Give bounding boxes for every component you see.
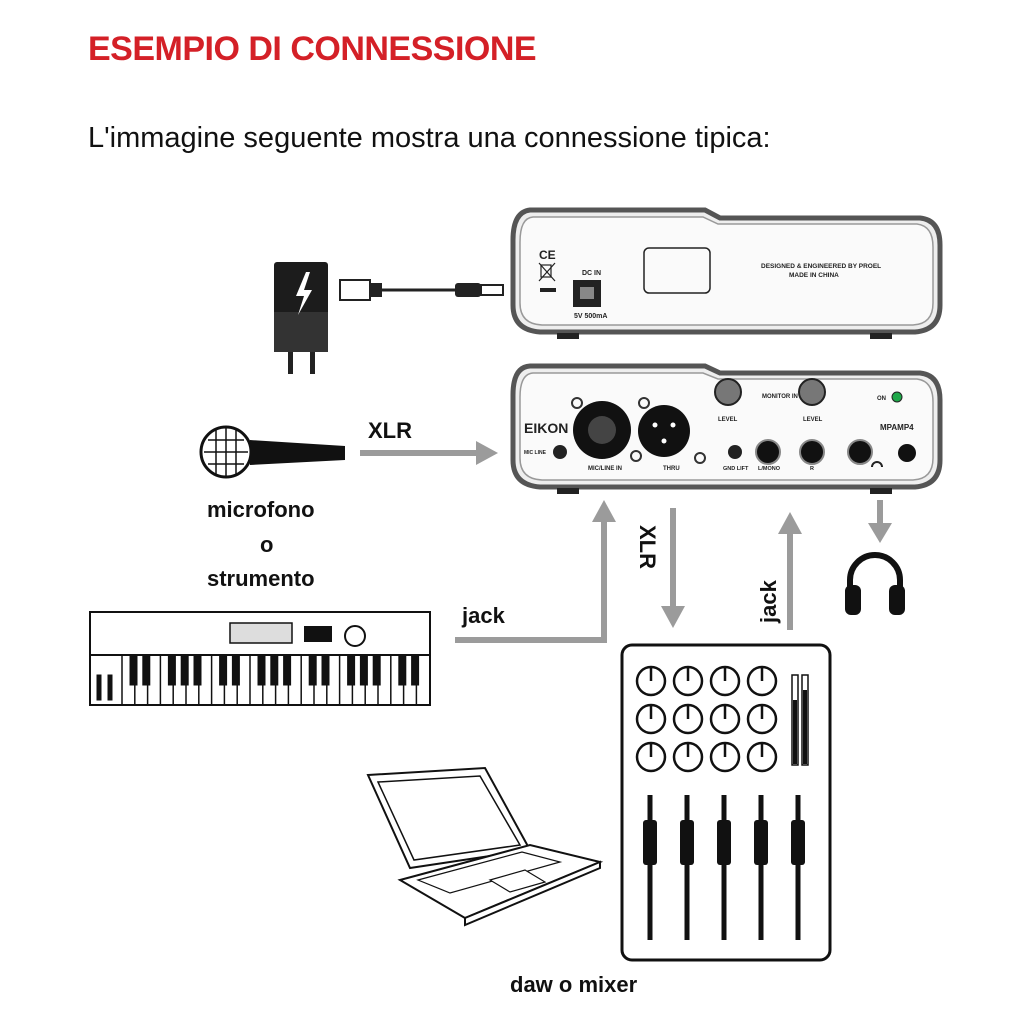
- headphone-level-knob: [898, 444, 916, 462]
- gnd-lift-label: GND LIFT: [723, 466, 749, 472]
- power-led: [891, 391, 903, 403]
- fader-cap: [791, 820, 805, 865]
- mic-line-in-label: MIC/LINE IN: [588, 466, 622, 472]
- weee-icon: [538, 262, 556, 282]
- black-key: [142, 654, 151, 686]
- black-key: [167, 654, 176, 686]
- xlr-in-arrow: [360, 441, 498, 465]
- keyboard-icon: [89, 611, 431, 706]
- fader-cap: [680, 820, 694, 865]
- source-label-line3: strumento: [207, 566, 315, 591]
- xlr-thru-jack: [638, 405, 690, 457]
- black-key: [359, 654, 368, 686]
- black-key: [193, 654, 202, 686]
- fader-cap: [643, 820, 657, 865]
- xlr-input-label: XLR: [368, 418, 412, 443]
- thru-label: THRU: [663, 466, 680, 472]
- label-area: [643, 247, 711, 294]
- black-key: [321, 654, 330, 686]
- gnd-lift-switch: [728, 445, 742, 459]
- black-key: [372, 654, 381, 686]
- designed-by: DESIGNED & ENGINEERED BY PROEL: [761, 263, 881, 270]
- microphone-icon: [199, 425, 345, 479]
- jack-input-label: jack: [462, 603, 505, 628]
- r-jack: [799, 439, 825, 465]
- xlr-out-arrow: [661, 508, 685, 628]
- usb-a-plug: [339, 279, 371, 301]
- source-label-line1: microfono: [207, 497, 315, 522]
- black-key: [347, 654, 356, 686]
- mixer-icon: [620, 643, 832, 962]
- lightning-icon: [296, 272, 312, 315]
- usb-charger: [274, 262, 504, 374]
- interface-rear-panel: CE DC IN 5V 500mA DESIGNED & ENGINEERED …: [510, 207, 943, 339]
- level-knob: [714, 378, 742, 406]
- black-key: [411, 654, 420, 686]
- mic-line-switch[interactable]: [553, 445, 567, 459]
- r-label: R: [810, 466, 814, 472]
- monitor-level-knob: [798, 378, 826, 406]
- brand-logo: EIKON: [524, 420, 568, 436]
- jack-output-label: jack: [756, 580, 781, 623]
- jack-in-arrow: [455, 500, 616, 643]
- black-key: [283, 654, 292, 686]
- black-key: [308, 654, 317, 686]
- dc-in-label: DC IN: [582, 270, 601, 277]
- laptop-icon: [366, 766, 604, 927]
- on-label: ON: [877, 396, 886, 402]
- l-mono-jack: [755, 439, 781, 465]
- interface-front-panel: EIKON MIC LINE MIC/LINE IN THRU LEVEL GN…: [510, 363, 943, 494]
- level-label: LEVEL: [718, 417, 738, 423]
- black-key: [231, 654, 240, 686]
- ce-mark: CE: [539, 248, 556, 262]
- source-label-line2: o: [260, 532, 274, 557]
- headphone-jack: [847, 439, 873, 465]
- black-key: [257, 654, 266, 686]
- monitor-in-label: MONITOR IN: [762, 394, 798, 400]
- mic-line-switch-label: MIC LINE: [524, 450, 547, 456]
- l-mono-label: L/MONO: [758, 466, 781, 472]
- destination-label: daw o mixer: [510, 972, 638, 997]
- fader-cap: [717, 820, 731, 865]
- black-key: [219, 654, 228, 686]
- black-key: [398, 654, 407, 686]
- power-spec: 5V 500mA: [574, 313, 607, 320]
- page-title: ESEMPIO DI CONNESSIONE: [88, 30, 537, 68]
- page-subtitle: L'immagine seguente mostra una connessio…: [88, 122, 771, 154]
- headphone-symbol-icon: [871, 461, 883, 468]
- fader-cap: [754, 820, 768, 865]
- arrows: [360, 441, 892, 643]
- made-in: MADE IN CHINA: [789, 272, 839, 279]
- black-key: [180, 654, 189, 686]
- headphone-arrow: [868, 500, 892, 543]
- xlr-output-label: XLR: [635, 525, 660, 569]
- black-key: [270, 654, 279, 686]
- headphones-icon: [845, 552, 905, 615]
- model-label: MPAMP4: [880, 423, 914, 432]
- jack-out-arrow: [778, 512, 802, 630]
- black-key: [129, 654, 138, 686]
- monitor-level-label: LEVEL: [803, 417, 823, 423]
